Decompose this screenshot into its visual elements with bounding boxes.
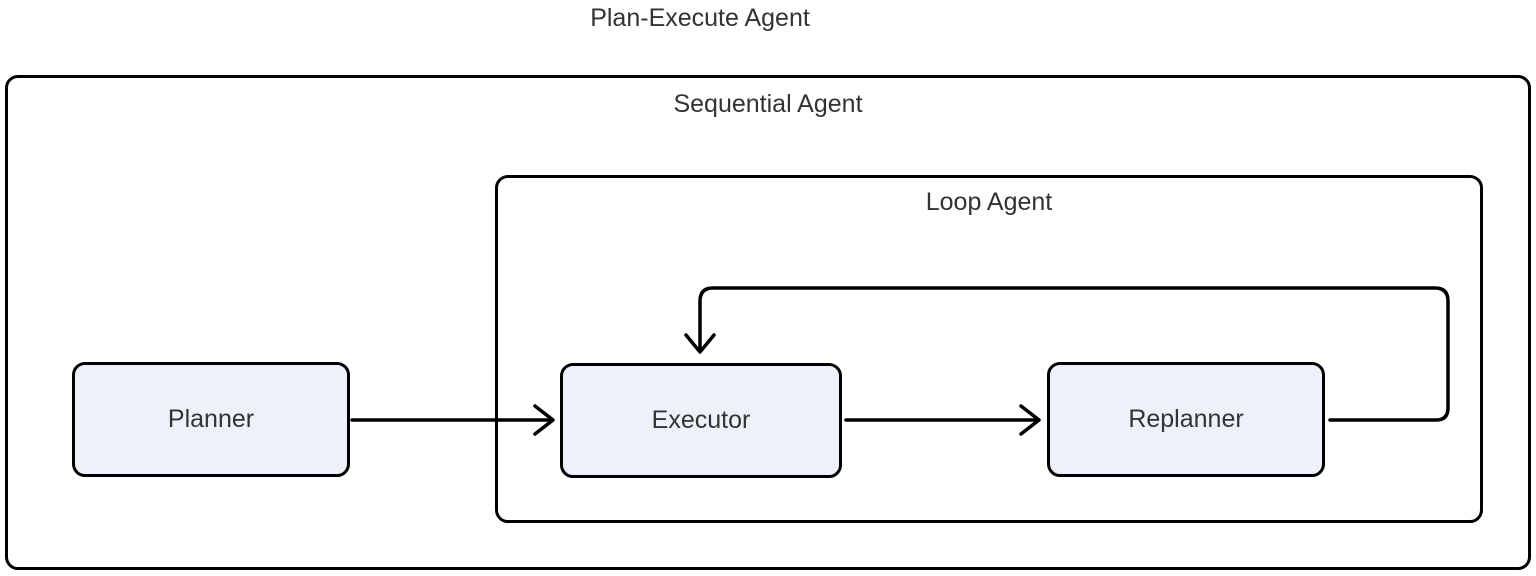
- diagram-title: Plan-Execute Agent: [590, 4, 810, 32]
- node-executor: Executor: [560, 363, 842, 478]
- sequential-agent-label: Sequential Agent: [673, 90, 863, 118]
- node-executor-label: Executor: [651, 406, 751, 434]
- node-planner-label: Planner: [167, 405, 255, 433]
- loop-agent-label: Loop Agent: [925, 188, 1053, 216]
- sequential-agent-container: Sequential Agent: [5, 75, 1531, 570]
- node-replanner-label: Replanner: [1128, 405, 1244, 433]
- node-planner: Planner: [72, 362, 350, 477]
- node-replanner: Replanner: [1047, 362, 1325, 477]
- loop-agent-container: Loop Agent: [495, 175, 1483, 523]
